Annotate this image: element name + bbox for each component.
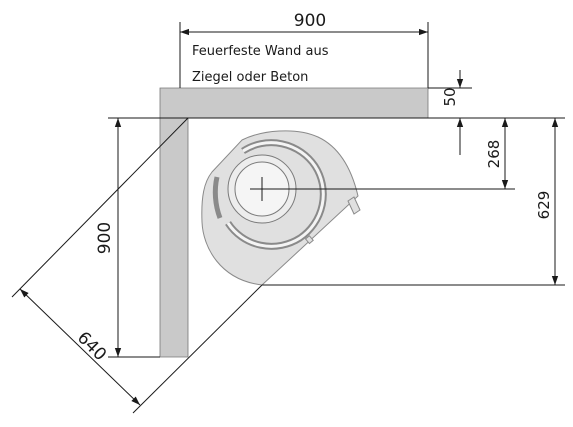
left-rail [212, 176, 223, 219]
wall-note-line1: Feuerfeste Wand aus [192, 44, 329, 59]
dim-label-50: 50 [441, 87, 459, 106]
dimension-wall-thickness: 50 [428, 70, 472, 155]
dimension-top: 900 [179, 11, 429, 88]
wall-note-line2: Ziegel oder Beton [192, 70, 308, 85]
dim-label-900-top: 900 [294, 11, 326, 31]
ext-line [132, 284, 263, 414]
stove-foot [304, 235, 314, 245]
stove [201, 130, 361, 286]
dim-label-268: 268 [485, 140, 503, 169]
combustion-ring-inner [226, 141, 325, 248]
dim-label-640: 640 [73, 328, 110, 365]
ext-line [11, 117, 189, 298]
dim-label-629: 629 [535, 191, 553, 220]
dim-line [19, 288, 141, 406]
dim-label-900-left: 900 [95, 222, 115, 254]
dimension-center-offset: 268 [160, 117, 525, 190]
stove-handle [347, 196, 361, 215]
dimension-stove-depth: 629 [262, 117, 565, 286]
